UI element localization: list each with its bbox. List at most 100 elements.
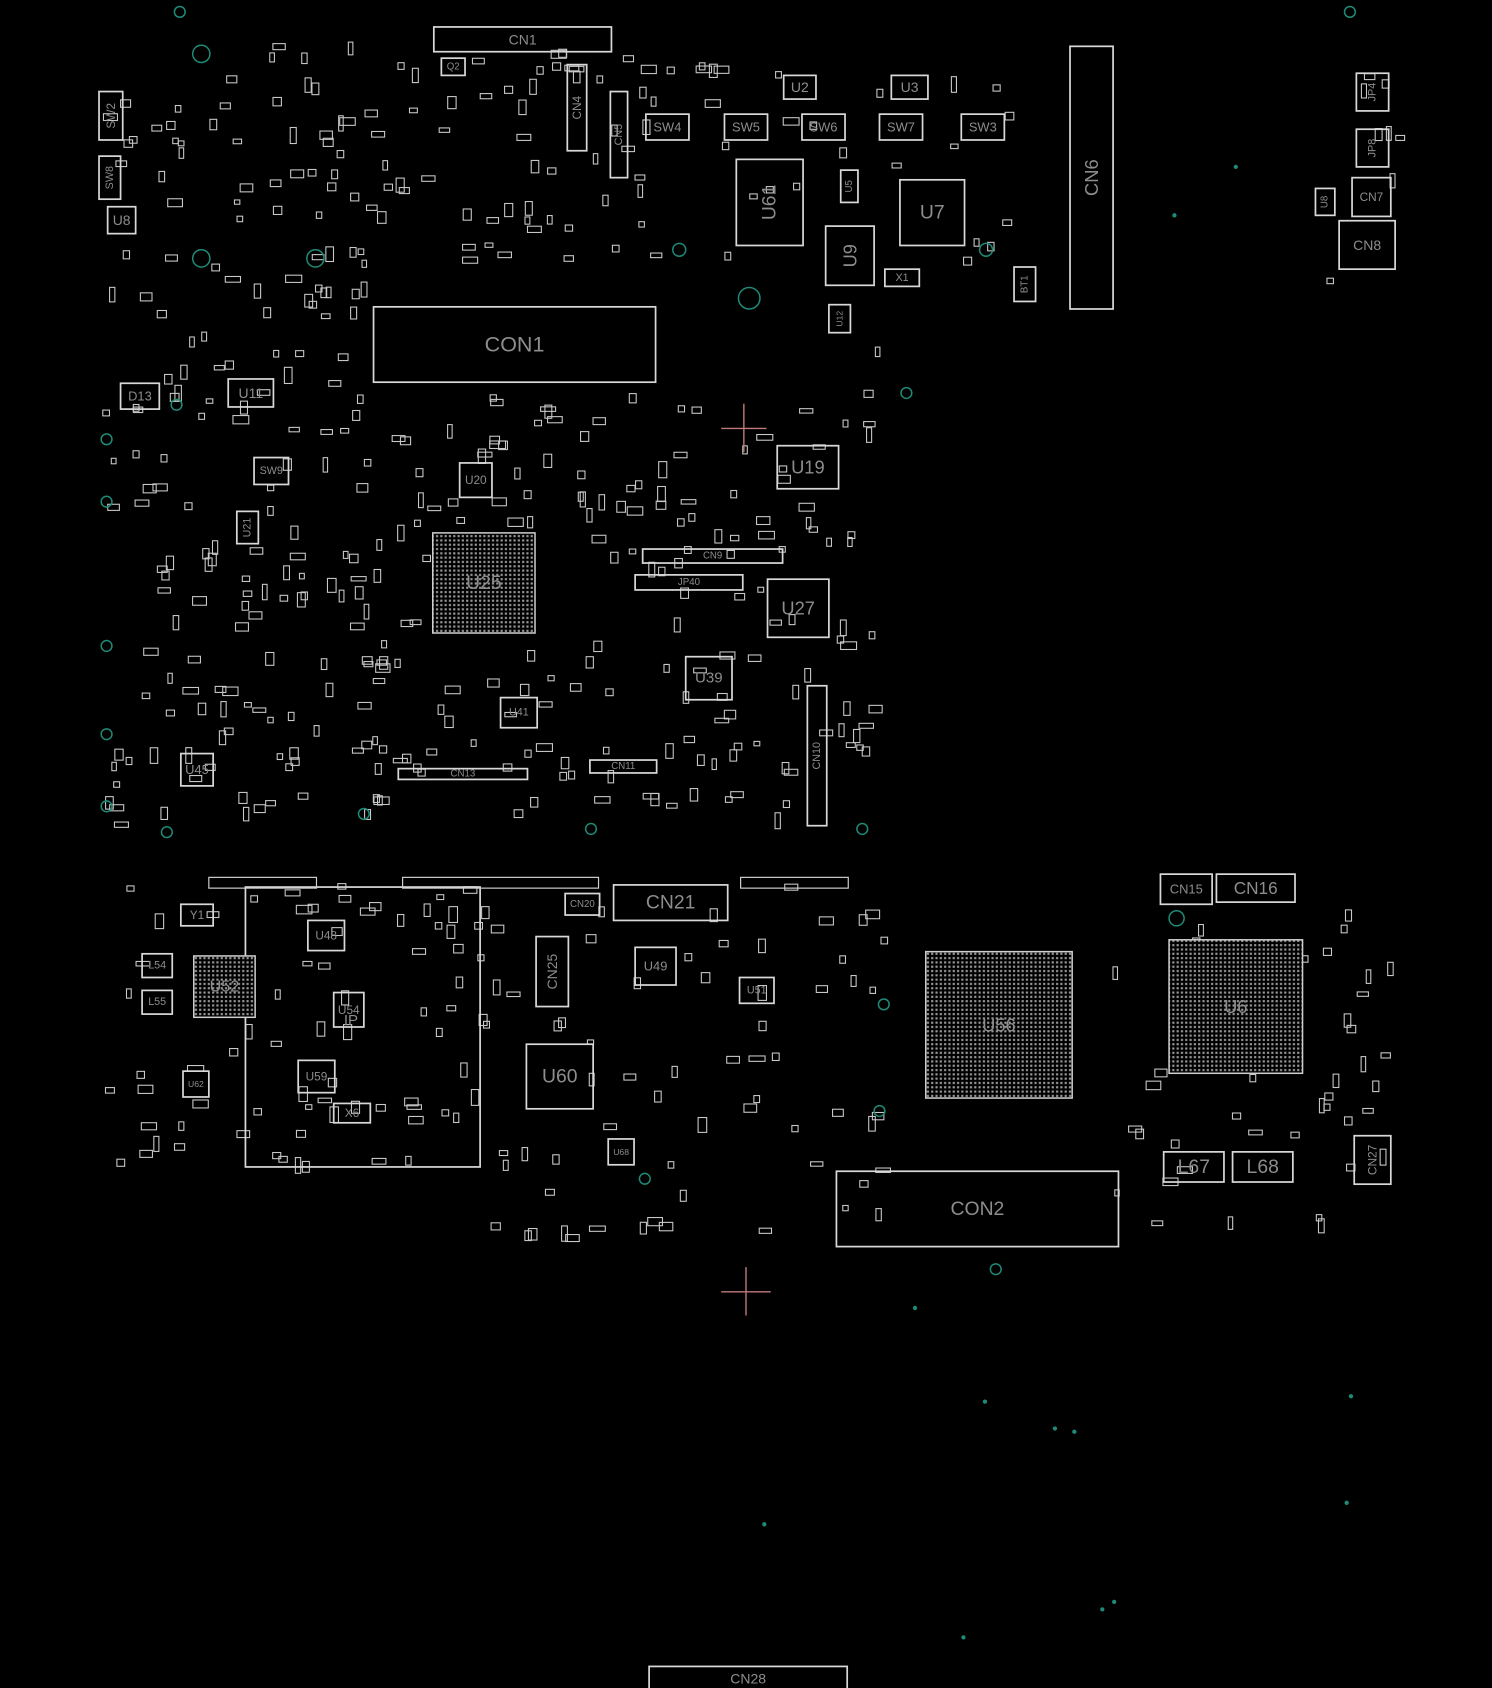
component-cn25[interactable]: CN25 bbox=[535, 935, 570, 1008]
pad bbox=[856, 744, 864, 751]
component-label: L55 bbox=[148, 996, 166, 1008]
pad bbox=[1344, 909, 1353, 922]
pad bbox=[378, 745, 388, 754]
component-u52[interactable]: U52 bbox=[193, 955, 256, 1019]
component-y1[interactable]: Y1 bbox=[179, 903, 215, 927]
component-sw6[interactable]: SW6 bbox=[801, 113, 846, 141]
component-q2[interactable]: Q2 bbox=[440, 57, 466, 77]
component-u8[interactable]: U8 bbox=[106, 205, 137, 235]
component-cn1[interactable]: CN1 bbox=[432, 26, 613, 53]
component-cn4[interactable]: CN4 bbox=[566, 63, 588, 152]
pad bbox=[1326, 277, 1334, 285]
component-u11[interactable]: U11 bbox=[227, 378, 275, 408]
component-d13[interactable]: D13 bbox=[119, 382, 161, 410]
component-label: CON2 bbox=[951, 1198, 1005, 1220]
pad bbox=[726, 1055, 740, 1064]
component-u6[interactable]: U6 bbox=[1168, 939, 1304, 1075]
pad bbox=[242, 590, 253, 597]
component-cn11[interactable]: CN11 bbox=[589, 759, 658, 774]
component-outline bbox=[645, 113, 690, 141]
pad bbox=[304, 293, 314, 308]
component-u41[interactable]: U41 bbox=[499, 696, 539, 729]
component-u19[interactable]: U19 bbox=[776, 444, 840, 490]
component-u48[interactable]: U48 bbox=[307, 919, 346, 952]
component-cn27[interactable]: CN27 bbox=[1353, 1134, 1392, 1186]
component-sw2[interactable]: SW2 bbox=[98, 90, 124, 141]
component-bt1[interactable]: BT1 bbox=[1013, 266, 1037, 303]
pad bbox=[626, 506, 644, 516]
component-u60[interactable]: U60 bbox=[525, 1043, 595, 1110]
component-u7[interactable]: U7 bbox=[899, 178, 966, 247]
pad bbox=[209, 118, 218, 131]
component-cn16[interactable]: CN16 bbox=[1215, 873, 1296, 903]
component-cn21[interactable]: CN21 bbox=[612, 884, 729, 922]
component-cn5[interactable]: CN5 bbox=[609, 90, 629, 179]
pad bbox=[189, 336, 195, 348]
component-con2[interactable]: CON2 bbox=[835, 1170, 1120, 1248]
component-sw9[interactable]: SW9 bbox=[253, 456, 290, 486]
component-u27[interactable]: U27 bbox=[766, 578, 830, 639]
component-cn10[interactable]: CN10 bbox=[806, 684, 828, 827]
component-l67[interactable]: L67 bbox=[1162, 1151, 1225, 1183]
component-u59[interactable]: U59 bbox=[297, 1059, 336, 1094]
component-u5[interactable]: U5 bbox=[839, 169, 859, 204]
component-cn9[interactable]: CN9 bbox=[641, 548, 784, 564]
pad bbox=[519, 683, 530, 697]
mounting-hole bbox=[170, 398, 183, 411]
component-x1[interactable]: X1 bbox=[884, 268, 921, 288]
pad bbox=[448, 906, 459, 924]
component-u54[interactable]: U54 bbox=[332, 991, 365, 1028]
component-cn8[interactable]: CN8 bbox=[1338, 219, 1396, 271]
pad bbox=[351, 747, 364, 754]
component-cn7[interactable]: CN7 bbox=[1351, 176, 1392, 218]
component-l54[interactable]: L54 bbox=[141, 952, 174, 979]
component-u8r[interactable]: U8 bbox=[1314, 187, 1336, 217]
component-sw7[interactable]: SW7 bbox=[878, 113, 924, 141]
pad bbox=[283, 366, 293, 385]
component-u51[interactable]: U51 bbox=[738, 976, 775, 1005]
component-cn20[interactable]: CN20 bbox=[564, 892, 601, 916]
component-outline bbox=[835, 1170, 1120, 1248]
pad bbox=[315, 211, 323, 219]
component-cn13[interactable]: CN13 bbox=[397, 767, 529, 781]
component-jp4[interactable]: JP4 bbox=[1355, 72, 1390, 112]
component-jp40[interactable]: JP40 bbox=[634, 574, 744, 591]
pad bbox=[232, 138, 243, 145]
component-u12[interactable]: U12 bbox=[828, 303, 852, 334]
component-sw4[interactable]: SW4 bbox=[645, 113, 690, 141]
component-u61[interactable]: U61 bbox=[735, 158, 804, 247]
component-cn6[interactable]: CN6 bbox=[1069, 45, 1114, 310]
component-ip[interactable]: IP bbox=[344, 1012, 358, 1029]
component-l68[interactable]: L68 bbox=[1231, 1151, 1294, 1183]
pad bbox=[658, 566, 666, 577]
component-u49[interactable]: U49 bbox=[634, 946, 677, 986]
component-u20[interactable]: U20 bbox=[458, 462, 493, 499]
component-u21[interactable]: U21 bbox=[235, 510, 260, 545]
component-sw3[interactable]: SW3 bbox=[960, 113, 1006, 141]
pad bbox=[361, 259, 368, 268]
component-sw8[interactable]: SW8 bbox=[98, 155, 122, 201]
component-u39[interactable]: U39 bbox=[684, 655, 733, 701]
pad bbox=[394, 658, 401, 668]
component-u25[interactable]: U25 bbox=[431, 532, 536, 634]
component-x6[interactable]: X6 bbox=[332, 1102, 372, 1124]
pad bbox=[226, 75, 238, 84]
component-u68[interactable]: U68 bbox=[607, 1138, 635, 1166]
component-con1[interactable]: CON1 bbox=[372, 305, 657, 384]
component-u45[interactable]: U45 bbox=[179, 752, 215, 787]
pad bbox=[417, 492, 424, 509]
component-u9[interactable]: U9 bbox=[824, 225, 875, 287]
component-u2[interactable]: U2 bbox=[782, 74, 817, 100]
component-jp8[interactable]: JP8 bbox=[1355, 128, 1390, 168]
pad bbox=[276, 753, 284, 761]
pad bbox=[214, 685, 227, 693]
component-u62[interactable]: U62 bbox=[182, 1070, 210, 1098]
component-u3[interactable]: U3 bbox=[890, 74, 929, 100]
component-cn15[interactable]: CN15 bbox=[1159, 873, 1213, 906]
component-cn28[interactable]: CN28 bbox=[648, 1665, 849, 1688]
component-sw5[interactable]: SW5 bbox=[723, 113, 769, 141]
pad bbox=[858, 914, 868, 926]
component-u56[interactable]: U56 bbox=[925, 950, 1073, 1099]
component-l55[interactable]: L55 bbox=[141, 989, 174, 1015]
